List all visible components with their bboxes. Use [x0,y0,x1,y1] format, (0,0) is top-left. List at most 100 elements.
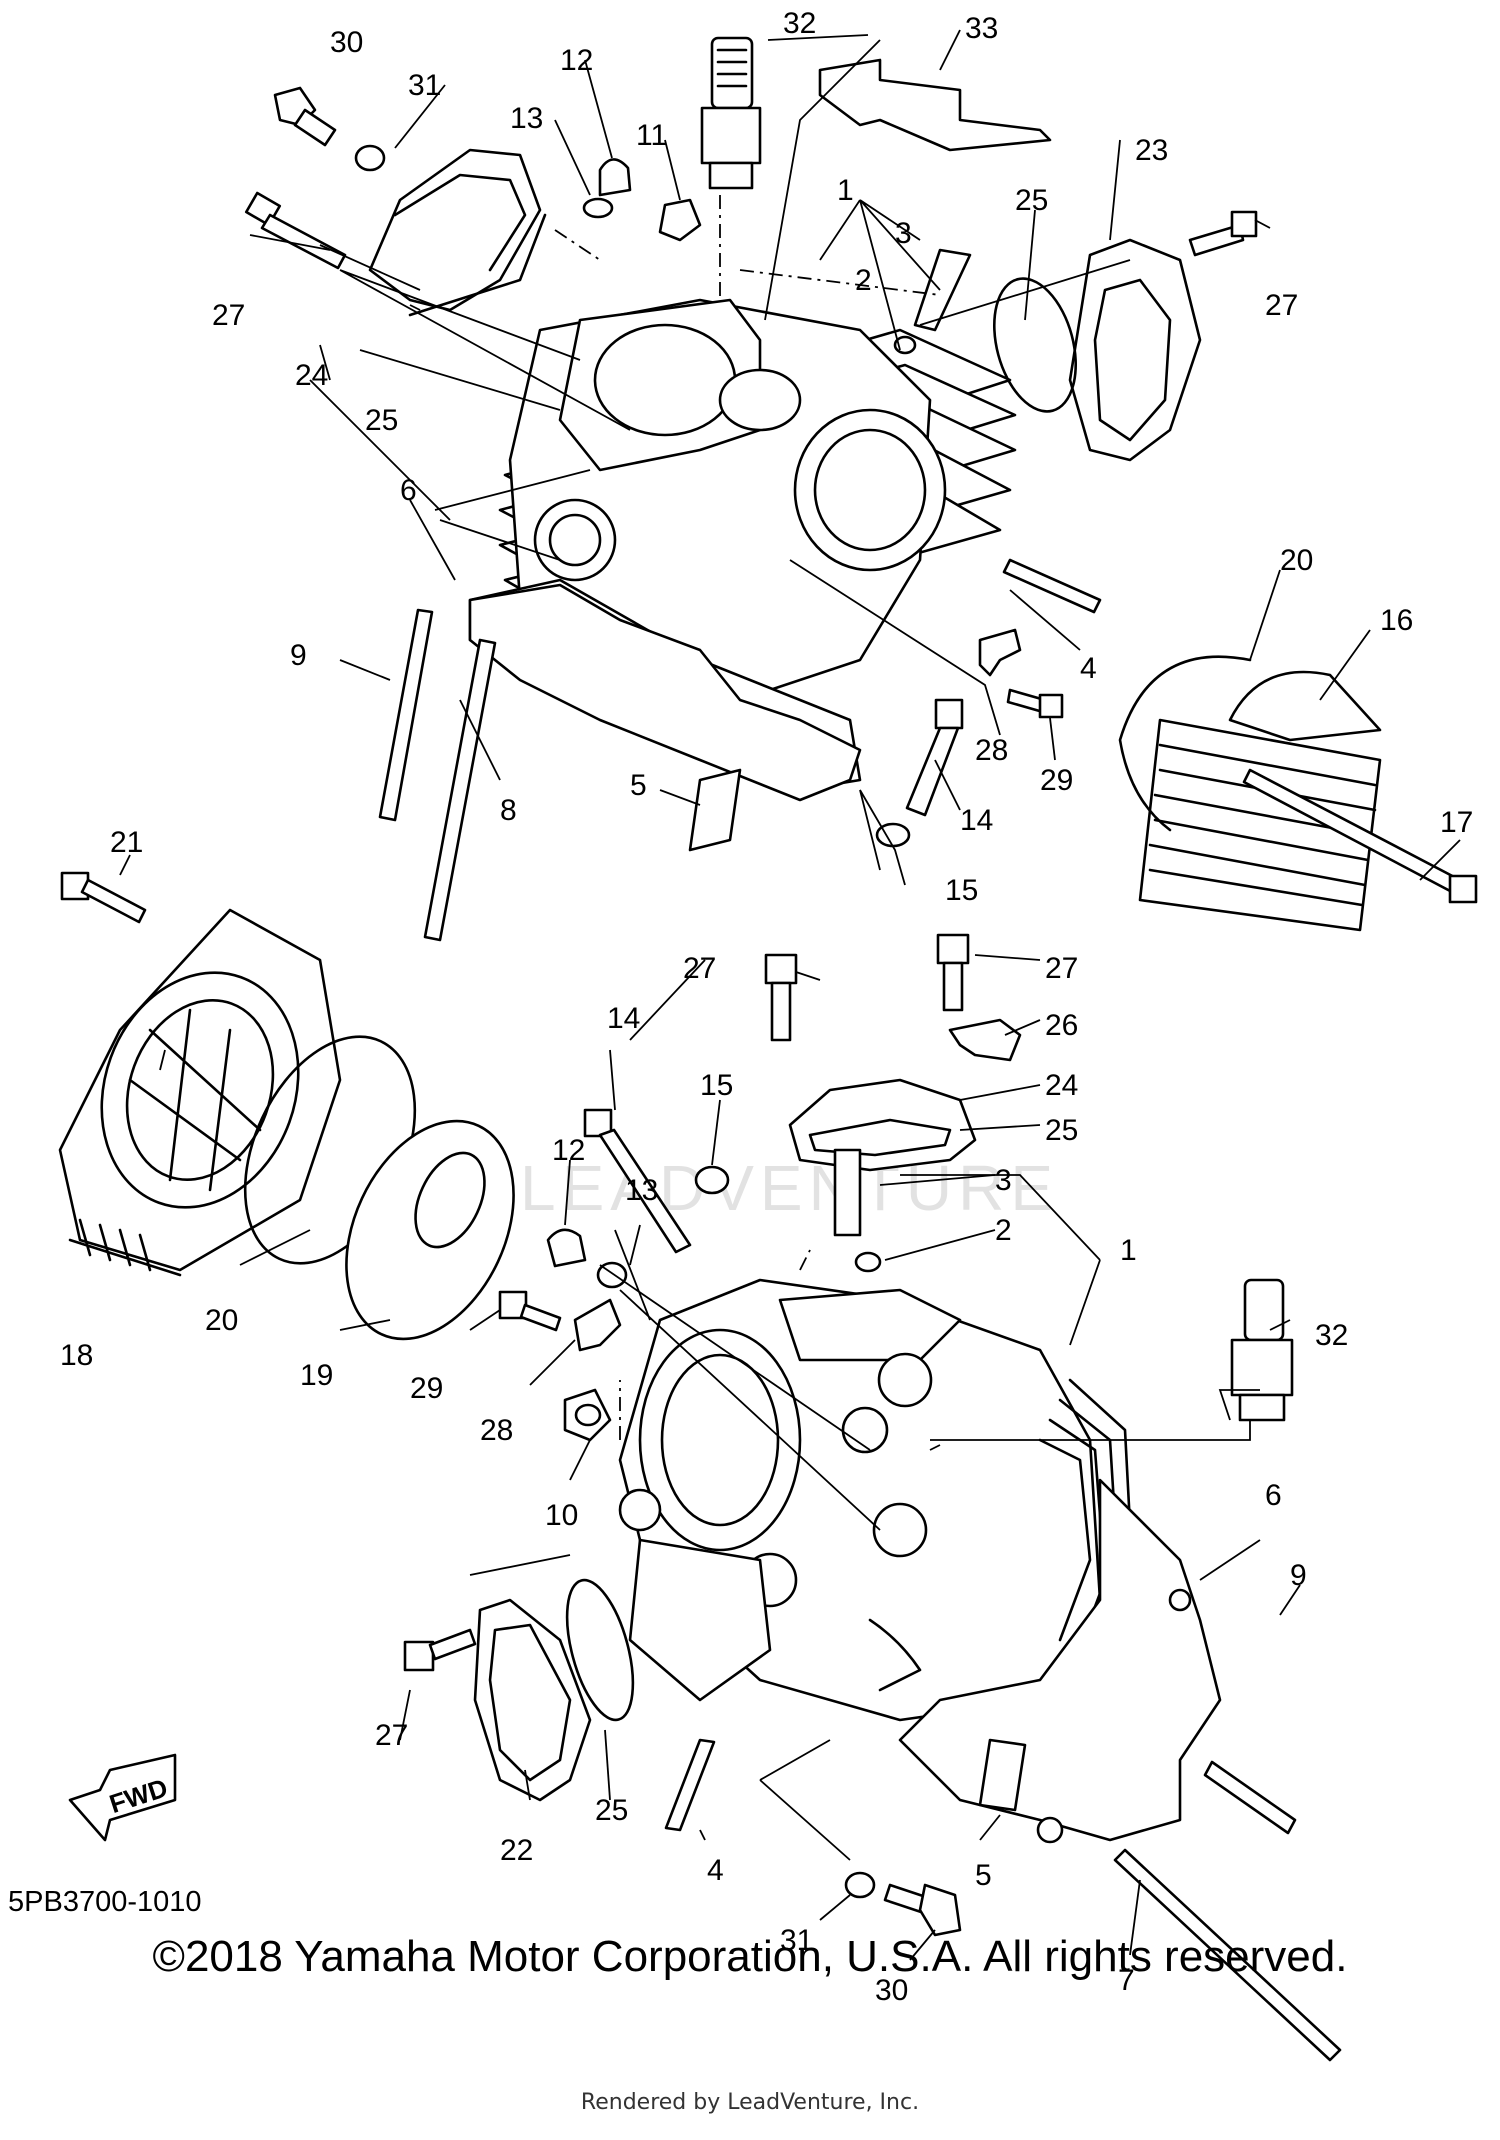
cylinder-16 [1138,670,1382,932]
callout-15-upper: 15 [945,874,978,907]
callouts-lower: 21 27 27 26 24 25 14 15 12 13 3 2 1 32 1… [60,826,1348,2007]
callout-27-upper-left: 27 [212,299,245,332]
callout-13-upper: 13 [510,102,543,135]
callout-28-lower: 28 [480,1414,513,1447]
callout-30-lower: 30 [875,1974,908,2007]
callouts-upper: 32 33 30 31 12 13 11 1 3 2 25 23 27 27 2… [212,7,1473,907]
bolt-27-lower-b [936,933,970,1012]
dowel-pin-5-lower [978,1738,1027,1812]
diagram-id: 5PB3700-1010 [8,1886,202,1918]
callout-9-upper: 9 [290,639,307,672]
callout-27-lower-left: 27 [375,1719,408,1752]
callout-27-upper-right: 27 [1265,289,1298,322]
washer-31-lower [844,1871,876,1899]
callout-26: 26 [1045,1009,1078,1042]
watermark-text: LEADVENTURE [520,1152,1059,1224]
spark-plug-lower [1230,1278,1294,1422]
callout-25-upper-left: 25 [365,404,398,437]
bolt-30-lower [883,1883,962,1937]
callout-3-upper: 3 [895,217,912,250]
callout-9-lower: 9 [1290,1559,1307,1592]
bolt-27-lower-left [403,1628,477,1672]
bolt-14-upper [905,698,964,817]
callout-4-upper: 4 [1080,652,1097,685]
callout-22: 22 [500,1834,533,1867]
callout-12-lower: 12 [552,1134,585,1167]
callout-5-lower: 5 [975,1859,992,1892]
callout-32-lower: 32 [1315,1319,1348,1352]
callout-11: 11 [636,119,667,152]
leader-lines [119,29,1461,1961]
bolt-17 [1242,768,1478,904]
callout-6-lower: 6 [1265,1479,1282,1512]
callout-12-upper: 12 [560,44,593,77]
copyright-notice: ©2018 Yamaha Motor Corporation, U.S.A. A… [152,1932,1348,1981]
bolt-30-upper [273,86,337,147]
callout-25-lower-left: 25 [595,1794,628,1827]
stud-7 [1113,1848,1342,2062]
bracket-26 [948,1018,1022,1062]
gasket-25-upper-right [992,277,1078,413]
washer-31-upper [354,144,386,172]
callout-31-upper: 31 [408,69,441,102]
callout-27-lower-a: 27 [683,952,716,985]
stud-bolt-4-upper [1002,558,1102,614]
bolt-27-upper-right [1188,210,1258,257]
tappet-cover-24-lower [788,1078,977,1172]
exhaust-flange-22 [473,1598,592,1802]
callout-10: 10 [545,1499,578,1532]
rendered-by-notice: Rendered by LeadVenture, Inc. [580,2090,920,2115]
callout-24-lower: 24 [1045,1069,1078,1102]
callout-23: 23 [1135,134,1168,167]
bolt-27-upper-left [244,191,347,270]
callout-13-lower: 13 [625,1174,658,1207]
callout-20-upper: 20 [1280,544,1313,577]
callout-16: 16 [1380,604,1413,637]
callout-21: 21 [110,826,143,859]
callout-33: 33 [965,12,998,45]
bracket-28-upper [978,628,1022,677]
callout-17: 17 [1440,806,1473,839]
callout-29-lower: 29 [410,1372,443,1405]
valve-guide-3-upper [893,248,972,355]
callout-1-lower: 1 [1120,1234,1137,1267]
bolt-29-lower [498,1290,562,1332]
exhaust-flange-23 [1068,238,1202,462]
callout-25-upper-right: 25 [1015,184,1048,217]
bracket-28-lower [573,1298,622,1352]
spark-plug-upper [700,36,762,190]
callout-7: 7 [1118,1964,1135,1997]
bolt-27-lower-a [764,953,798,1042]
callout-14-upper: 14 [960,804,993,837]
leadventure-watermark: LEADVENTURE [520,1152,1059,1224]
callout-6-upper: 6 [400,474,417,507]
callout-4-lower: 4 [707,1854,724,1887]
stud-bolt-4-lower [664,1738,716,1832]
callout-19: 19 [300,1359,333,1392]
o-ring-20-upper [1118,655,1252,832]
callout-27-lower-b: 27 [1045,952,1078,985]
callout-30-upper: 30 [330,26,363,59]
callout-2-upper: 2 [855,264,872,297]
bolt-29-upper [1006,688,1064,719]
dowel-pin-5-upper [688,768,742,852]
plate-19 [345,1119,515,1341]
callout-2-lower: 2 [995,1214,1012,1247]
valve-guide-3-lower [833,1148,882,1273]
callout-20-lower: 20 [205,1304,238,1337]
callout-32-upper: 32 [783,7,816,40]
callout-28-upper: 28 [975,734,1008,767]
callout-3-lower: 3 [995,1164,1012,1197]
front-cylinder-head [618,1278,1137,1722]
callout-14-lower: 14 [607,1002,640,1035]
callout-5-upper: 5 [630,769,647,802]
gasket-25-lower-left [565,1578,635,1722]
stud-9-upper [378,608,434,822]
nut-10 [563,1388,612,1442]
callout-15-lower: 15 [700,1069,733,1102]
bolt-14-lower [583,1108,692,1254]
callout-18: 18 [60,1339,93,1372]
head-gasket-6-upper [468,583,862,802]
callout-1-upper: 1 [837,174,854,207]
